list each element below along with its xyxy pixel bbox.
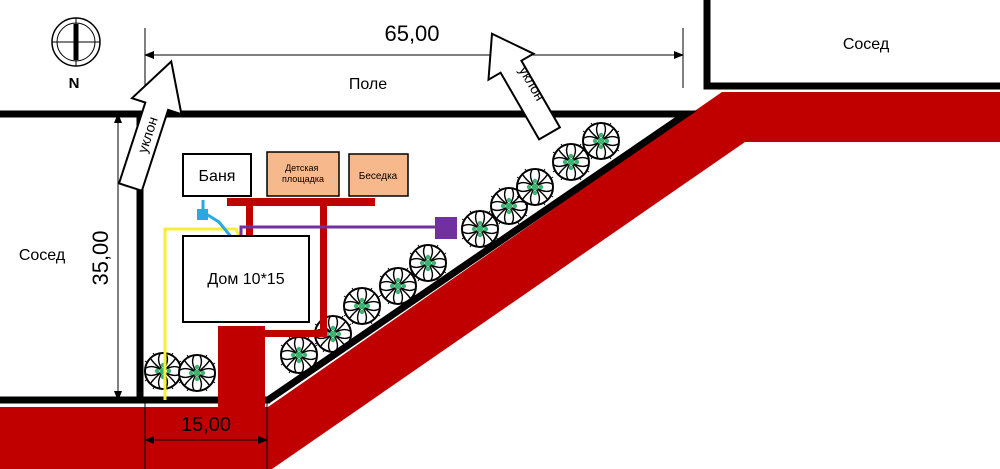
tree: [144, 352, 182, 390]
playground-label-line1: Детская: [285, 163, 318, 173]
playground: [266, 151, 340, 197]
playground-label: Детская площадка: [282, 163, 324, 184]
electric-line: [163, 227, 242, 400]
gazebo: [348, 153, 409, 197]
tree: [409, 244, 447, 282]
house-label: Дом 10*15: [207, 271, 284, 288]
neighbor-left-label: Сосед: [19, 247, 66, 264]
tree: [516, 168, 554, 206]
dimension-left: 35,00: [88, 230, 113, 285]
gazebo-label: Беседка: [359, 171, 398, 182]
tree: [178, 354, 216, 392]
gas-line: [239, 225, 445, 237]
gas-meter: [435, 217, 457, 239]
water-well: [197, 209, 208, 220]
playground-label-line2: площадка: [282, 174, 324, 184]
slope-arrow-left: уклон: [117, 59, 183, 193]
tree: [552, 143, 590, 181]
tree: [343, 287, 381, 325]
field-label: Поле: [349, 76, 387, 93]
pipes: [218, 198, 375, 408]
tree: [461, 210, 499, 248]
road: [0, 92, 1000, 469]
tree: [582, 122, 620, 160]
compass-north-label: N: [69, 75, 80, 92]
water-line: [201, 200, 234, 239]
dimension-top: 65,00: [384, 21, 439, 46]
dimension-bottom: 15,00: [181, 414, 231, 436]
slope-arrow-right: уклон: [487, 32, 562, 141]
dimension-lines: [114, 28, 684, 469]
neighbor-right-label: Сосед: [843, 36, 890, 53]
banya: [182, 153, 252, 197]
banya-label: Баня: [199, 168, 236, 185]
house: [182, 235, 310, 323]
compass-icon: [51, 17, 101, 67]
driveway: [218, 326, 265, 408]
